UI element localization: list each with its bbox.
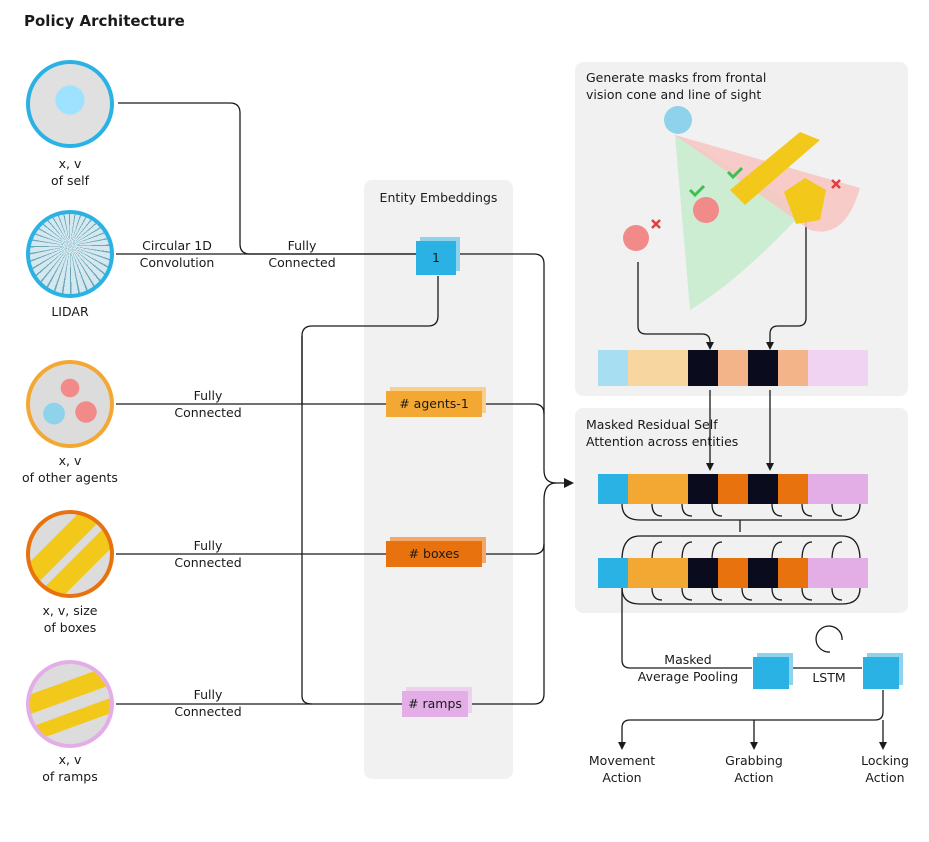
agents-embedding-block: # agents-1 [386,391,482,417]
other-agents-icon [26,360,114,448]
token-cell [718,558,748,588]
lidar-input-label: LIDAR [51,304,89,319]
attention-output-row [598,558,868,588]
token-cell [808,558,838,588]
mask-panel-title: Generate masks from frontal vision cone … [586,70,767,102]
token-cell [778,558,808,588]
locking-action-label: Locking Action [861,753,909,785]
mask-cell [838,350,868,386]
attention-input-row [598,474,868,504]
fc-self-label: Fully Connected [268,238,336,270]
page-title: Policy Architecture [24,12,185,30]
mask-cell [598,350,628,386]
vision-cone-illustration [623,106,860,310]
mask-cell [718,350,748,386]
token-cell [688,558,718,588]
token-cell [628,474,658,504]
pooled-vector-block [753,657,789,689]
ramps-input-label: x, v of ramps [42,752,98,784]
token-cell [658,558,688,588]
token-cell [718,474,748,504]
boxes-input-label: x, v, size of boxes [42,603,98,635]
attention-panel-title: Masked Residual Self Attention across en… [586,417,739,449]
fc-boxes-label: Fully Connected [174,538,242,570]
token-cell [598,474,628,504]
pooling-label: Masked Average Pooling [637,652,739,684]
ramps-embedding-block: # ramps [402,691,468,717]
token-cell [748,474,778,504]
mask-cell [628,350,658,386]
fc-agents-label: Fully Connected [174,388,242,420]
token-cell [628,558,658,588]
self-input-label: x, v of self [50,156,90,188]
movement-action-label: Movement Action [588,753,656,785]
self-agent-icon [26,60,114,148]
self-embedding-block: 1 [416,241,456,275]
token-cell [688,474,718,504]
token-cell [778,474,808,504]
mask-cell [748,350,778,386]
token-cell [808,474,838,504]
lstm-label: LSTM [812,670,846,685]
token-cell [748,558,778,588]
token-cell [838,558,868,588]
mask-cell [808,350,838,386]
grabbing-action-label: Grabbing Action [725,753,783,785]
mask-vector [598,350,868,386]
mask-cell [658,350,688,386]
token-cell [658,474,688,504]
token-cell [838,474,868,504]
boxes-embedding-block: # boxes [386,541,482,567]
other-agents-input-label: x, v of other agents [22,453,118,485]
lstm-output-block [863,657,899,689]
entity-embeddings-title: Entity Embeddings [379,190,498,205]
boxes-icon [26,510,114,598]
mask-cell [688,350,718,386]
token-cell [598,558,628,588]
circular-conv-label: Circular 1D Convolution [139,238,215,270]
lidar-icon [26,210,114,298]
ramps-icon [26,660,114,748]
fc-ramps-label: Fully Connected [174,687,242,719]
mask-cell [778,350,808,386]
